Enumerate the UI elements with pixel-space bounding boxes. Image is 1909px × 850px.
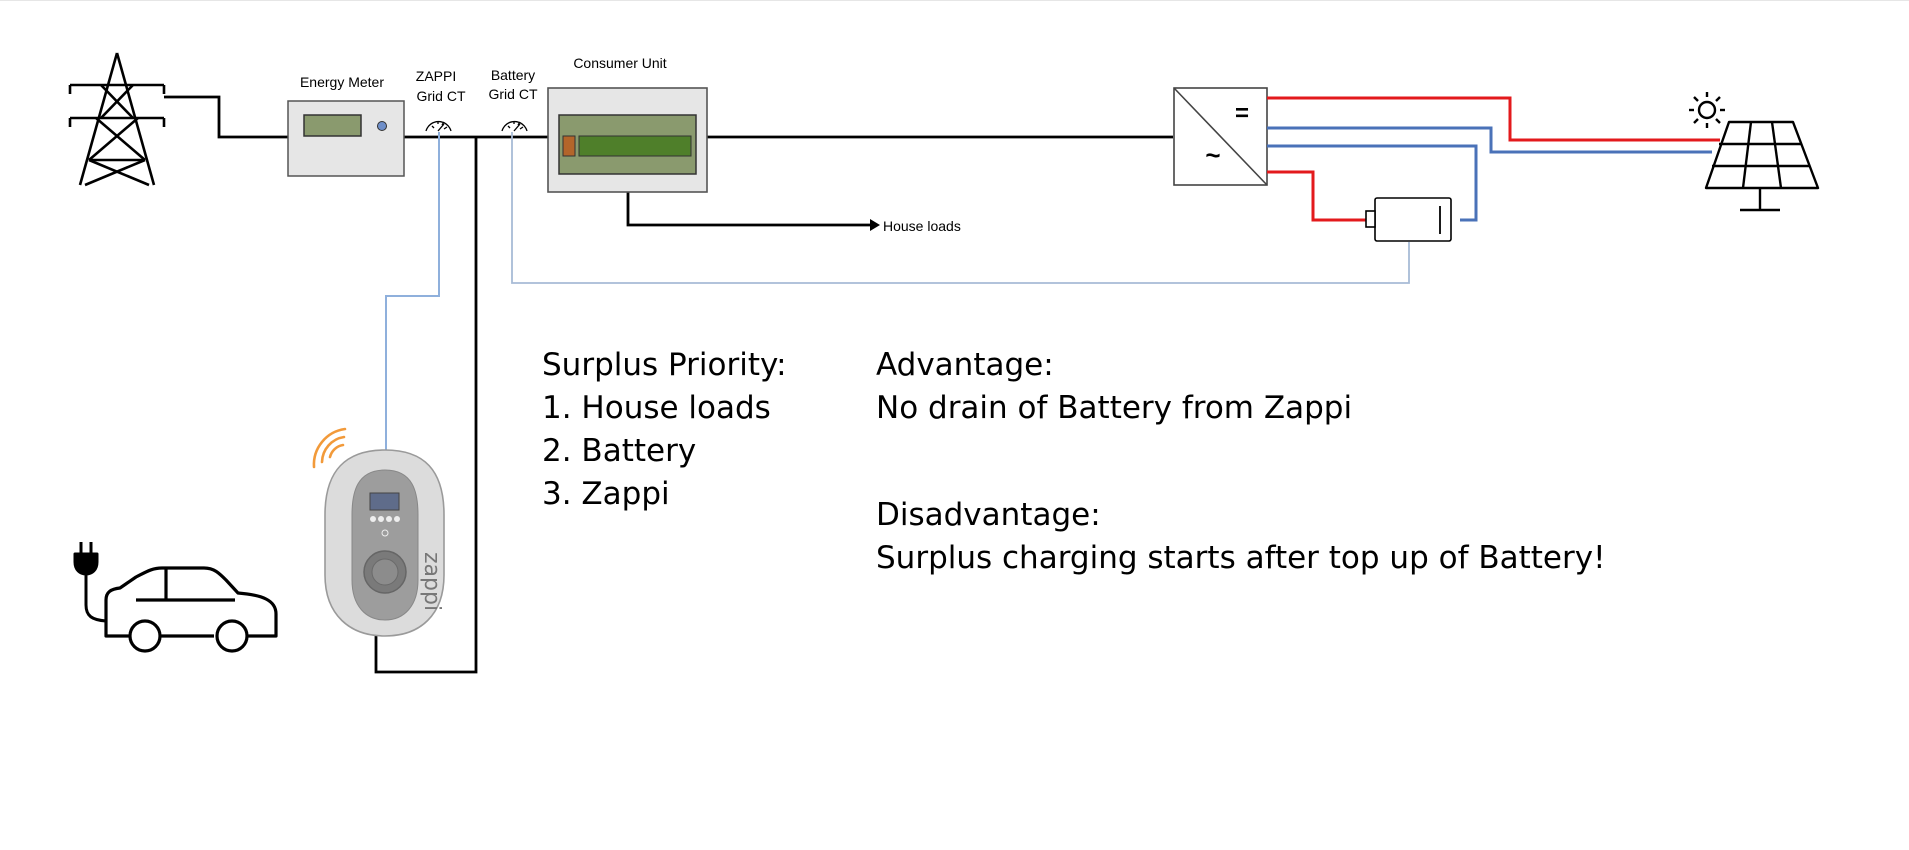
house-loads-arrow [870,219,880,231]
ct-clamp-icon [425,120,452,132]
disadvantage-title: Disadvantage: [876,497,1101,533]
consumer-unit-label: Consumer Unit [573,55,666,71]
pylon-icon [68,52,166,187]
consumer-unit [547,87,708,193]
house-loads-label: House loads [883,218,961,234]
sun-icon [1689,92,1725,128]
energy-meter-label: Energy Meter [300,74,384,90]
top-border [0,0,1909,1]
disadvantage-text: Surplus charging starts after top up of … [876,540,1606,576]
priority-item-3: 3. Zappi [542,476,670,512]
wireless-signal-icon [312,427,347,469]
inverter-dc-symbol: = [1235,100,1249,127]
battery-icon [1365,197,1452,242]
zappi-ct-label-line1: ZAPPI [416,68,456,84]
ct-clamp-icon [501,120,528,132]
priority-item-2: 2. Battery [542,433,696,469]
inverter-ac-symbol: ~ [1205,140,1220,170]
ct-signal-lines [385,132,440,452]
zappi-charger-icon [324,449,445,637]
solar-panel-icon [1704,120,1820,212]
energy-meter [287,100,405,177]
car-icon [104,566,278,653]
priority-title: Surplus Priority: [542,347,787,383]
battery-ct-label-line2: Grid CT [489,86,538,102]
inverter-icon [1173,87,1268,186]
dc-wiring [1267,96,1720,222]
advantage-title: Advantage: [876,347,1054,383]
advantage-text: No drain of Battery from Zappi [876,390,1352,426]
plug-icon [73,542,107,623]
meter-led [377,121,387,131]
ac-bus [164,95,1173,674]
zappi-ct-label-line2: Grid CT [417,88,466,104]
charger-brand-label: zappi [419,552,444,611]
meter-display [303,114,362,137]
battery-ct-label-line1: Battery [491,67,535,83]
battery-ct-signal-line [511,132,1410,284]
priority-item-1: 1. House loads [542,390,771,426]
